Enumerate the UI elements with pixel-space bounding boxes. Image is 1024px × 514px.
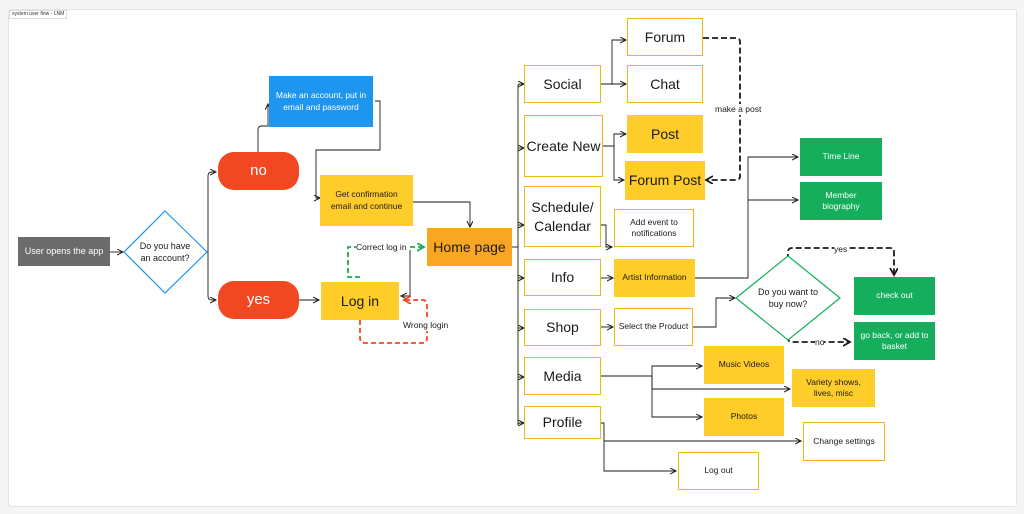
node-check-out[interactable]: check out	[854, 277, 935, 315]
node-change-settings[interactable]: Change settings	[803, 422, 885, 461]
edge-question-to-no	[207, 172, 216, 252]
node-schedule-calendar[interactable]: Schedule/ Calendar	[524, 186, 601, 247]
label-yes: yes	[834, 244, 848, 255]
decision-diamond-account	[123, 210, 208, 294]
edge-home-to-login	[401, 250, 411, 296]
node-post[interactable]: Post	[627, 115, 703, 153]
node-user-opens-app: User opens the app	[18, 237, 110, 266]
node-add-event[interactable]: Add event to notifications	[614, 209, 694, 247]
node-time-line[interactable]: Time Line	[800, 138, 882, 176]
node-buy-now: Do you want to buy now?	[757, 286, 819, 309]
node-photos[interactable]: Photos	[704, 398, 784, 436]
node-create-new[interactable]: Create New	[524, 115, 603, 177]
edge-schedule-to-event	[601, 224, 612, 247]
frame-label: system user flow - LNM	[9, 10, 68, 19]
node-go-back[interactable]: go back, or add to basket	[854, 322, 935, 360]
node-shop[interactable]: Shop	[524, 309, 601, 346]
edge-profile-to-settings	[601, 422, 801, 441]
decision-diamond-buy	[735, 255, 841, 341]
node-member-biography[interactable]: Member biography	[800, 182, 882, 220]
node-home-page[interactable]: Home page	[427, 228, 512, 266]
node-media[interactable]: Media	[524, 357, 601, 395]
edge-confirmation-to-home	[413, 201, 470, 227]
node-music-videos[interactable]: Music Videos	[704, 346, 784, 384]
edge-artist-to-timeline	[695, 157, 798, 279]
edge-question-to-yes	[207, 252, 216, 300]
node-log-in: Log in	[321, 282, 399, 320]
node-variety-shows[interactable]: Variety shows, lives, misc	[792, 369, 875, 407]
edge-create-to-post	[603, 134, 626, 147]
edge-product-to-diamond	[693, 298, 735, 328]
edge-media-to-photos	[651, 376, 702, 417]
node-get-confirmation: Get confirmation email and continue	[320, 175, 413, 226]
edge-media-to-music	[601, 366, 702, 377]
node-no: no	[218, 152, 299, 190]
node-artist-information[interactable]: Artist Information	[614, 259, 695, 297]
node-yes: yes	[218, 281, 299, 319]
node-have-account: Do you have an account?	[139, 240, 191, 263]
node-forum[interactable]: Forum	[627, 18, 703, 56]
node-select-product[interactable]: Select the Product	[614, 308, 693, 346]
node-make-account: Make an account, put in email and passwo…	[269, 76, 373, 127]
edge-profile-to-logout	[603, 441, 676, 471]
edge-no-to-make-account	[257, 104, 268, 152]
node-info[interactable]: Info	[524, 259, 601, 296]
edge-create-to-forumpost	[603, 145, 624, 180]
label-wrong-login: Wrong login	[403, 320, 449, 331]
edge-social-to-forum	[601, 40, 626, 85]
label-correct-log-in: Correct log in	[356, 242, 407, 253]
node-social[interactable]: Social	[524, 65, 601, 103]
node-chat[interactable]: Chat	[627, 65, 703, 103]
edge-make-account-to-confirmation	[316, 100, 381, 198]
node-forum-post[interactable]: Forum Post	[625, 161, 705, 200]
node-profile[interactable]: Profile	[524, 406, 601, 439]
edge-wrong-login	[359, 300, 428, 344]
label-make-a-post: make a post	[715, 104, 762, 115]
label-no: no	[815, 337, 825, 348]
node-log-out[interactable]: Log out	[678, 452, 759, 490]
